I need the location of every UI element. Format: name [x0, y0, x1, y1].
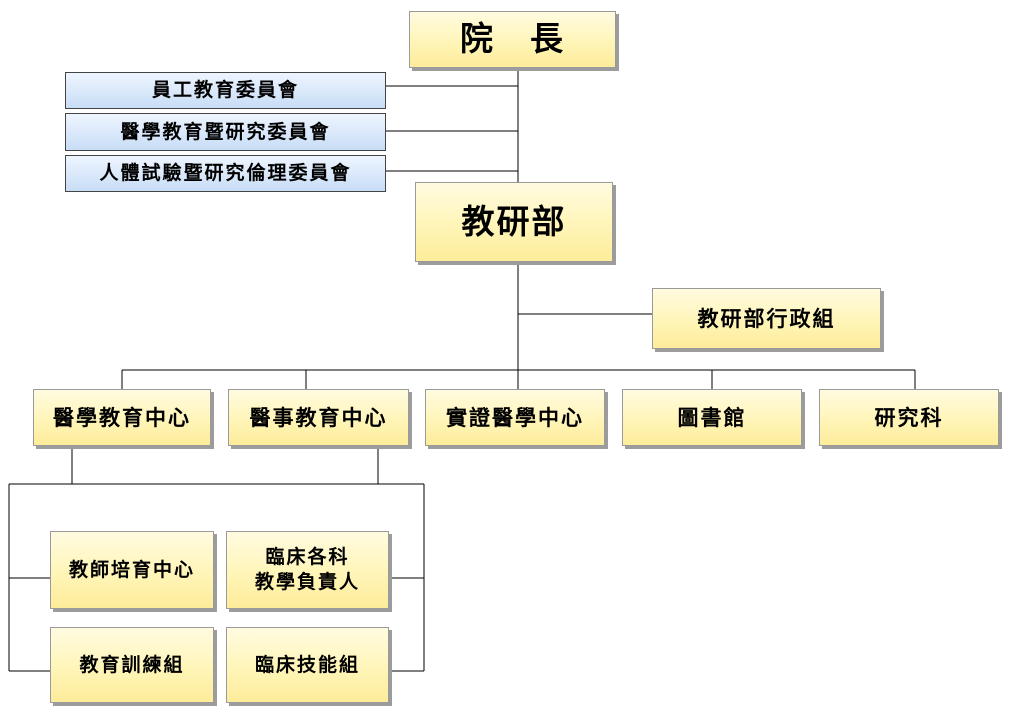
research-section-label: 研究科 [874, 404, 944, 430]
library-label: 圖書館 [677, 404, 747, 430]
committee-human-research-ethics: 人體試驗暨研究倫理委員會 [65, 155, 386, 192]
education-research-dept-box: 教研部 [415, 182, 613, 262]
medical-education-center-label: 醫學教育中心 [53, 404, 191, 430]
admin-group-box: 教研部行政組 [652, 288, 881, 349]
allied-health-education-center-label: 醫事教育中心 [249, 404, 388, 430]
president-box: 院 長 [409, 11, 616, 68]
clinical-teaching-heads-box: 臨床各科 教學負責人 [226, 531, 389, 609]
clinical-teaching-heads-label-line1: 臨床各科 [265, 546, 350, 569]
medical-education-center-box: 醫學教育中心 [33, 389, 211, 446]
committee-human-research-ethics-label: 人體試驗暨研究倫理委員會 [99, 162, 352, 185]
president-label: 院 長 [460, 19, 565, 59]
teacher-training-center-label: 教師培育中心 [68, 558, 195, 581]
committee-medical-education-research: 醫學教育暨研究委員會 [65, 113, 386, 151]
committee-staff-education: 員工教育委員會 [65, 72, 386, 109]
clinical-skills-group-label: 臨床技能組 [254, 653, 360, 676]
committee-staff-education-label: 員工教育委員會 [151, 79, 299, 102]
evidence-based-medicine-center-box: 實證醫學中心 [425, 389, 605, 446]
library-box: 圖書館 [622, 389, 802, 446]
teacher-training-center-box: 教師培育中心 [50, 531, 214, 609]
admin-group-label: 教研部行政組 [697, 305, 836, 331]
education-training-group-label: 教育訓練組 [79, 653, 185, 676]
education-training-group-box: 教育訓練組 [50, 627, 214, 703]
committee-medical-education-research-label: 醫學教育暨研究委員會 [120, 120, 331, 143]
clinical-skills-group-box: 臨床技能組 [226, 627, 389, 703]
evidence-based-medicine-center-label: 實證醫學中心 [446, 404, 584, 430]
clinical-teaching-heads-label-line2: 教學負責人 [254, 571, 360, 593]
allied-health-education-center-box: 醫事教育中心 [228, 389, 409, 446]
education-research-dept-label: 教研部 [461, 201, 567, 241]
research-section-box: 研究科 [819, 389, 999, 446]
